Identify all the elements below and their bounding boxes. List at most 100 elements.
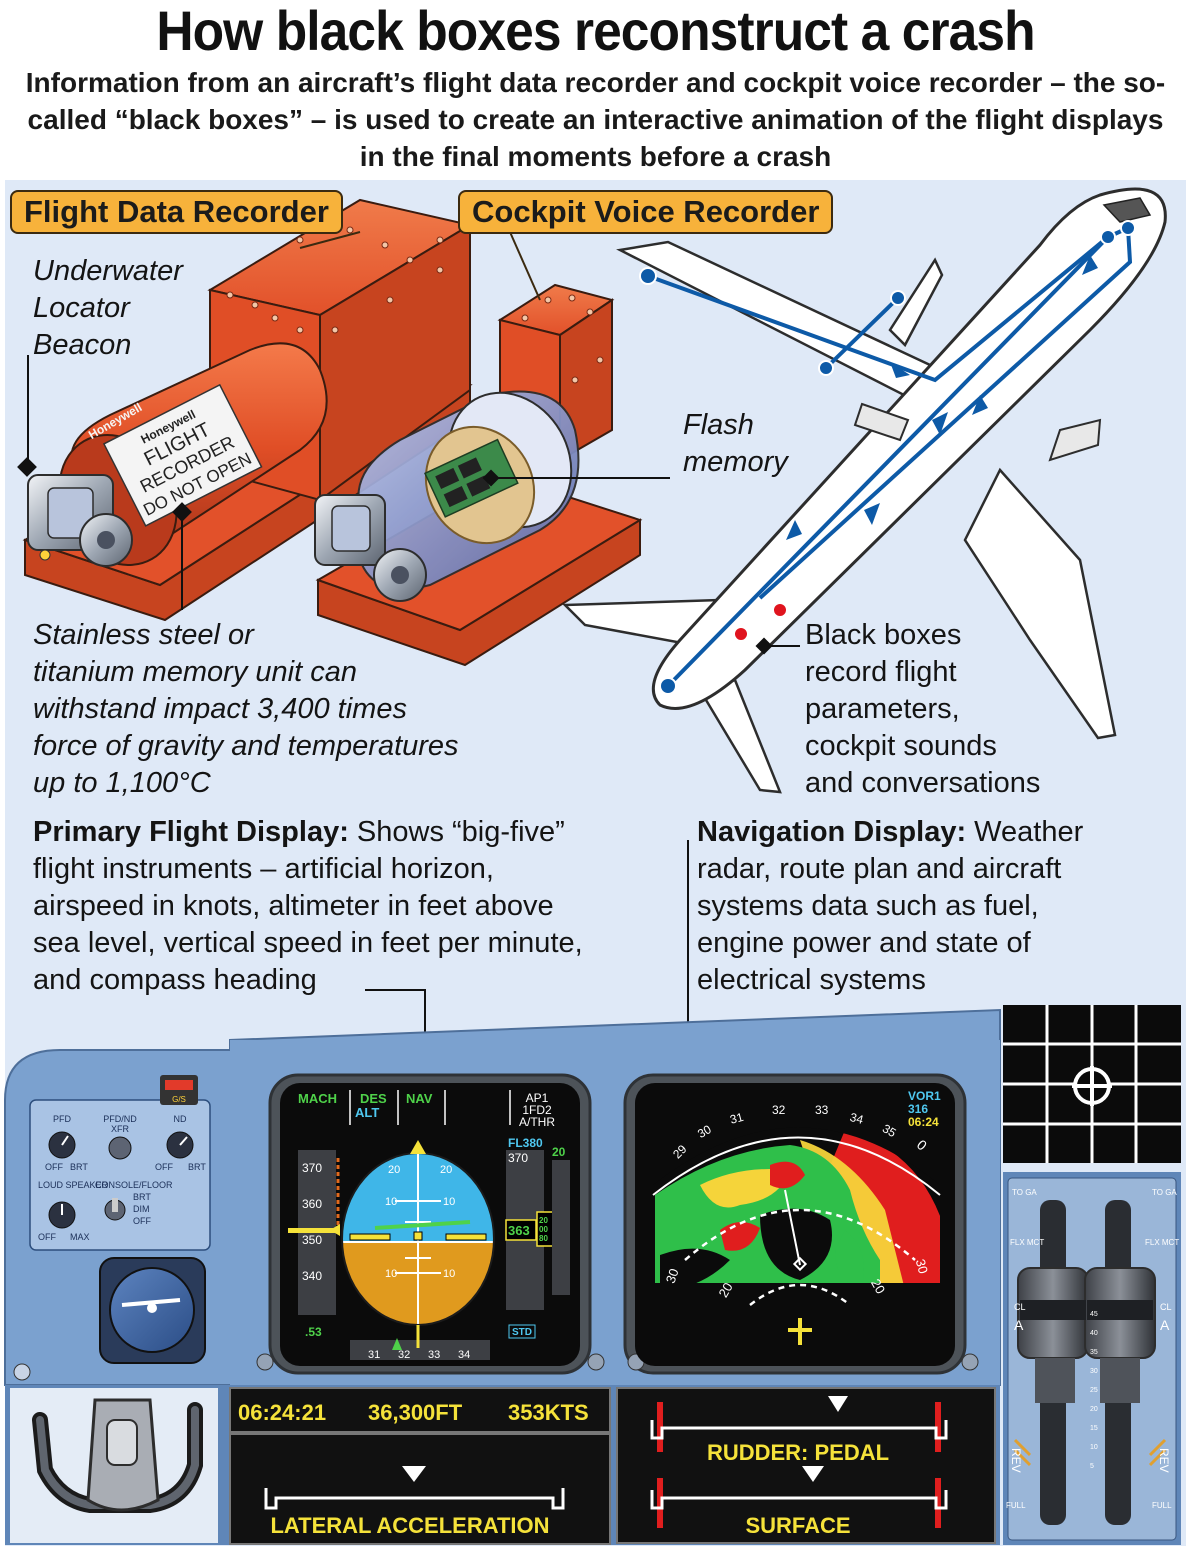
memory-line-1: Stainless steel or bbox=[33, 619, 254, 651]
compass-34: 34 bbox=[848, 1110, 865, 1127]
beacon-line-1: Underwater bbox=[33, 255, 183, 287]
compass-33: 33 bbox=[815, 1103, 829, 1117]
nd-brightness-knob[interactable] bbox=[166, 1131, 194, 1159]
full-left: FULL bbox=[1006, 1501, 1026, 1510]
off-label-1: OFF bbox=[45, 1162, 63, 1172]
range-20-left: 20 bbox=[715, 1280, 735, 1300]
readout-altitude: 36,300FT bbox=[368, 1400, 463, 1425]
scale-5: 5 bbox=[1090, 1463, 1094, 1470]
pfd-knob-label: PFD bbox=[53, 1114, 72, 1124]
memory-line-5: up to 1,100°C bbox=[33, 767, 211, 799]
lateral-acceleration-label: LATERAL ACCELERATION bbox=[270, 1513, 549, 1538]
fma-des: DES bbox=[360, 1091, 387, 1106]
dim-label: DIM bbox=[133, 1204, 150, 1214]
pfd-caption: Primary Flight Display: Shows “big-five”… bbox=[33, 814, 673, 999]
pfd-caption-line-3: airspeed in knots, altimeter in feet abo… bbox=[33, 890, 554, 922]
scale-40: 40 bbox=[1090, 1330, 1098, 1337]
alt-drum-2: 00 bbox=[539, 1225, 548, 1234]
pfd-caption-line-1: Shows “big-five” bbox=[348, 816, 565, 848]
nd-caption-line-3: systems data such as fuel, bbox=[697, 890, 1039, 922]
scale-35: 35 bbox=[1090, 1349, 1098, 1356]
nd-caption-line-2: radar, route plan and aircraft bbox=[697, 853, 1062, 885]
alt-top: 370 bbox=[508, 1151, 528, 1165]
a-left: A bbox=[1014, 1317, 1024, 1333]
scale-45: 45 bbox=[1090, 1311, 1098, 1318]
cl-right: CL bbox=[1160, 1302, 1172, 1312]
pfd-caption-line-5: and compass heading bbox=[33, 964, 317, 996]
vor-course: 316 bbox=[908, 1102, 928, 1116]
memory-line-2: titanium memory unit can bbox=[33, 656, 357, 688]
bb-line-1: Black boxes bbox=[805, 619, 962, 651]
rev-right: REV bbox=[1157, 1448, 1171, 1473]
range-30-left: 30 bbox=[663, 1267, 682, 1286]
compass-31: 31 bbox=[728, 1110, 745, 1127]
pitch-up-10-left: 10 bbox=[385, 1196, 397, 1208]
scale-30: 30 bbox=[1090, 1368, 1098, 1375]
pitch-up-20-left: 20 bbox=[388, 1164, 400, 1176]
fma-fd: 1FD2 bbox=[522, 1103, 552, 1117]
cockpit-voice-recorder bbox=[314, 283, 670, 667]
fma-nav: NAV bbox=[406, 1091, 433, 1106]
pitch-down-10-right: 10 bbox=[443, 1268, 455, 1280]
console-toggle[interactable] bbox=[104, 1198, 126, 1221]
memory-line-4: force of gravity and temperatures bbox=[33, 730, 459, 762]
brt-label-1: BRT bbox=[70, 1162, 88, 1172]
alt-current: 363 bbox=[508, 1223, 530, 1238]
nd-caption: Navigation Display: Weather radar, route… bbox=[697, 814, 1167, 999]
nd-caption-head: Navigation Display: bbox=[697, 816, 967, 848]
page-title: How black boxes reconstruct a crash bbox=[156, 0, 1035, 62]
rev-left: REV bbox=[1009, 1448, 1023, 1473]
fma-athr: A/THR bbox=[519, 1115, 555, 1129]
speed-tick-370: 370 bbox=[302, 1161, 322, 1175]
pitch-down-10-left: 10 bbox=[385, 1268, 397, 1280]
standby-clock bbox=[99, 1257, 206, 1364]
primary-flight-display: MACH DES ALT NAV AP1 1FD2 A/THR 370 360 … bbox=[280, 1083, 580, 1366]
memory-line-3: withstand impact 3,400 times bbox=[33, 693, 407, 725]
heading-32: 32 bbox=[398, 1349, 410, 1361]
xfr-switch[interactable] bbox=[108, 1136, 132, 1160]
heading-31: 31 bbox=[368, 1349, 380, 1361]
pfd-caption-line-2: flight instruments – artificial horizon, bbox=[33, 853, 494, 885]
scale-20: 20 bbox=[1090, 1406, 1098, 1413]
fdr-tag: Flight Data Recorder bbox=[10, 190, 343, 234]
black-boxes-caption: Black boxes record flight parameters, co… bbox=[805, 617, 1040, 802]
nd-knob-label: ND bbox=[174, 1114, 187, 1124]
off-label-3: OFF bbox=[133, 1216, 151, 1226]
bb-line-4: cockpit sounds bbox=[805, 730, 997, 762]
scale-10: 10 bbox=[1090, 1444, 1098, 1451]
alt-drum-1: 20 bbox=[539, 1216, 548, 1225]
fma-alt: ALT bbox=[355, 1105, 379, 1120]
compass-32: 32 bbox=[772, 1103, 786, 1117]
nd-caption-line-1: Weather bbox=[966, 816, 1084, 848]
off-label-2: OFF bbox=[155, 1162, 173, 1172]
flash-line-2: memory bbox=[683, 446, 788, 478]
cvr-tag: Cockpit Voice Recorder bbox=[458, 190, 834, 234]
speed-tick-340: 340 bbox=[302, 1269, 322, 1283]
navigation-display: VOR1 316 06:24 29 30 31 32 33 34 35 0 bbox=[635, 1083, 955, 1366]
compass-35: 35 bbox=[880, 1121, 899, 1140]
range-30-right: 30 bbox=[913, 1257, 931, 1275]
bb-line-3: parameters, bbox=[805, 693, 960, 725]
loud-speaker-knob[interactable] bbox=[48, 1201, 76, 1229]
beacon-line-3: Beacon bbox=[33, 329, 132, 361]
range-20-right: 20 bbox=[868, 1276, 888, 1296]
bb-line-5: and conversations bbox=[805, 767, 1041, 799]
cl-left: CL bbox=[1014, 1302, 1026, 1312]
bb-line-2: record flight bbox=[805, 656, 957, 688]
flash-line-1: Flash bbox=[683, 409, 754, 441]
alt-drum-3: 80 bbox=[539, 1234, 548, 1243]
brt-label-3: BRT bbox=[133, 1192, 151, 1202]
pitch-up-10-right: 10 bbox=[443, 1196, 455, 1208]
loud-speaker-label: LOUD SPEAKER bbox=[38, 1180, 109, 1190]
vor-time: 06:24 bbox=[908, 1115, 939, 1129]
full-right: FULL bbox=[1152, 1501, 1172, 1510]
pfd-brightness-knob[interactable] bbox=[48, 1131, 76, 1159]
memory-unit-caption: Stainless steel or titanium memory unit … bbox=[33, 617, 459, 802]
toga-right: TO GA bbox=[1152, 1188, 1177, 1197]
heading-34: 34 bbox=[458, 1349, 470, 1361]
console-label: CONSOLE/FLOOR bbox=[95, 1180, 173, 1190]
rudder-pedal-label: RUDDER: PEDAL bbox=[707, 1440, 889, 1465]
vor-label: VOR1 bbox=[908, 1089, 941, 1103]
readout-speed: 353KTS bbox=[508, 1400, 589, 1425]
